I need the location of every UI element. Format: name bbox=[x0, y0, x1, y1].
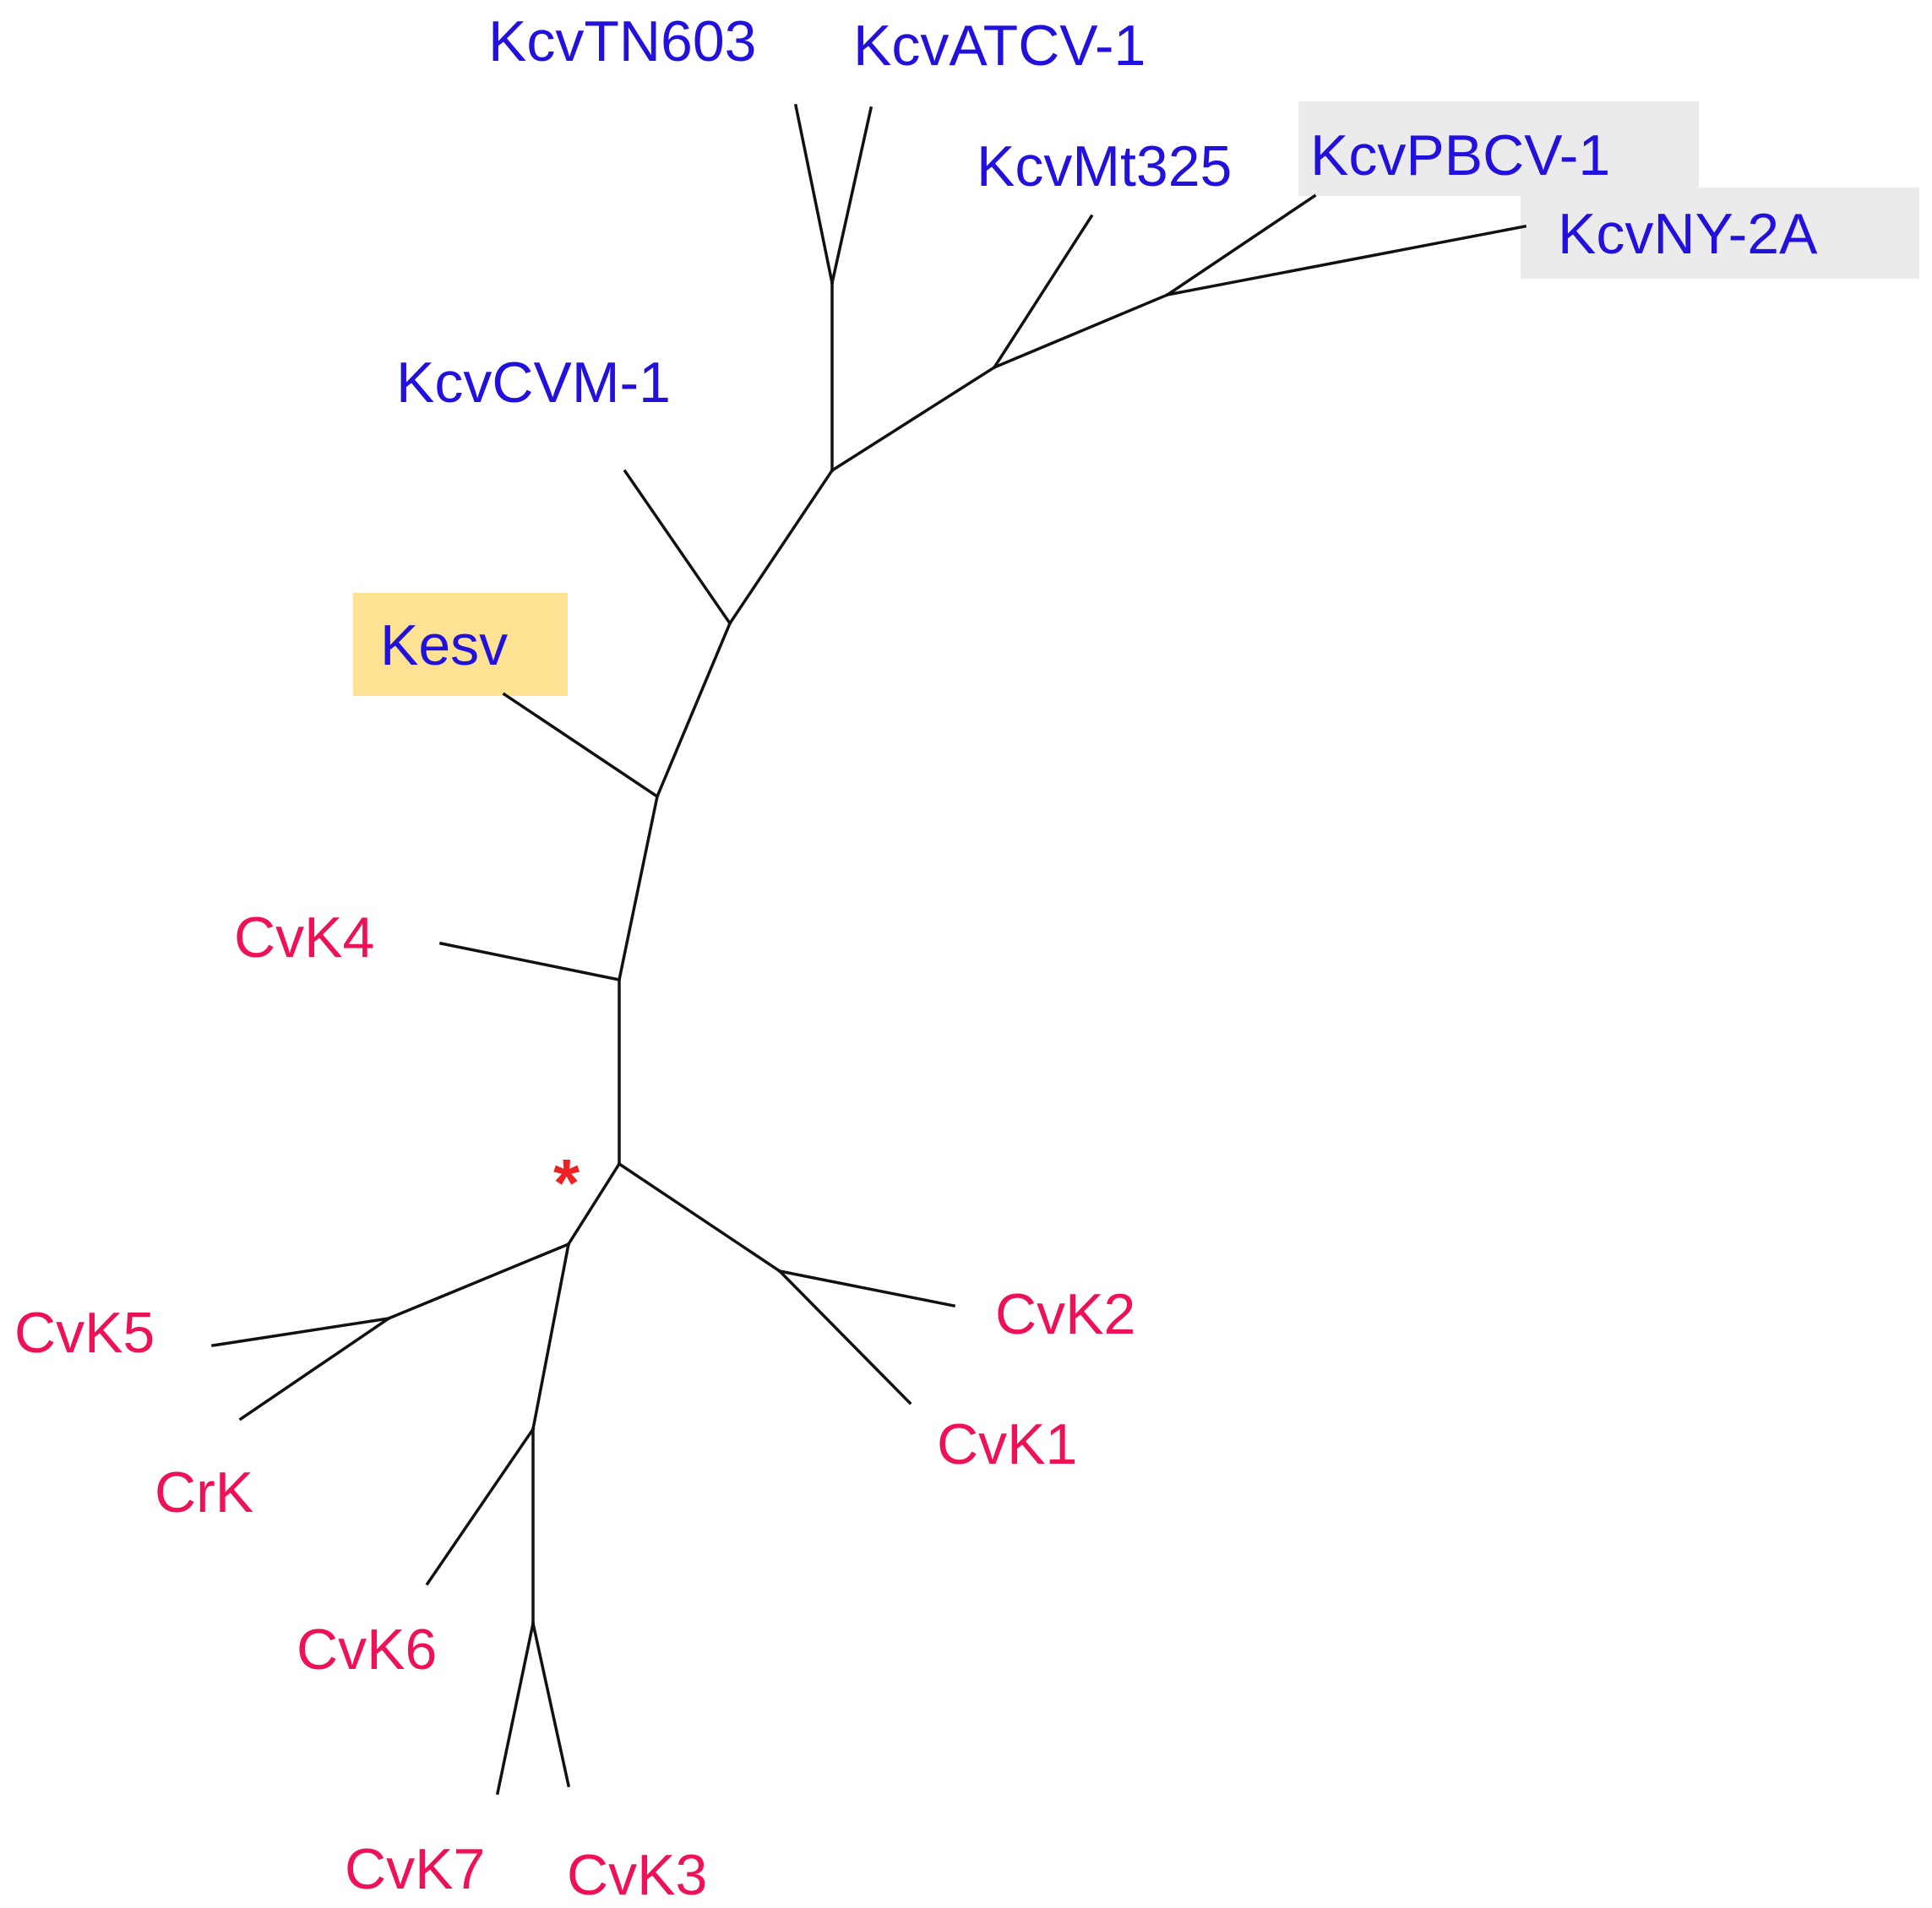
branch-cvk1-cvk2-stem bbox=[617, 1161, 782, 1274]
branch-cvk6-stem bbox=[531, 1242, 571, 1432]
label-kcvtn603: KcvTN603 bbox=[488, 9, 756, 73]
label-kcvny2a: KcvNY-2A bbox=[1558, 202, 1818, 266]
branch-kcvatcv1 bbox=[830, 106, 873, 285]
branch-backbone-3 bbox=[655, 621, 732, 799]
branch-backbone-5 bbox=[830, 365, 997, 473]
branch-cvk5 bbox=[211, 1317, 390, 1347]
branch-kcvtn603 bbox=[793, 103, 835, 285]
branch-kcvcvm1 bbox=[623, 469, 732, 626]
branch-cvk2 bbox=[777, 1269, 956, 1308]
label-kcvmt325: KcvMt325 bbox=[977, 134, 1232, 198]
label-cvk3: CvK3 bbox=[567, 1843, 707, 1907]
branch-lower-clade-stem bbox=[566, 1161, 622, 1247]
label-kcvpbcv1: KcvPBCV-1 bbox=[1310, 123, 1610, 188]
asterisk-marker: * bbox=[553, 1145, 580, 1220]
branch-cvk5-crk-stem bbox=[386, 1242, 571, 1321]
branch-cvk3 bbox=[531, 1621, 571, 1788]
branch-backbone-6 bbox=[992, 292, 1170, 370]
label-cvk6: CvK6 bbox=[297, 1617, 437, 1682]
branch-kcvpbcv1 bbox=[1165, 193, 1317, 297]
label-cvk7: CvK7 bbox=[345, 1837, 485, 1901]
label-kcvatcv1: KcvATCV-1 bbox=[853, 14, 1146, 78]
branch-kesv bbox=[502, 692, 660, 799]
label-cvk1: CvK1 bbox=[937, 1412, 1077, 1476]
kcvpbcv1-highlight-box bbox=[1298, 101, 1699, 196]
branch-kcvmt325 bbox=[992, 214, 1094, 370]
branch-backbone-4 bbox=[727, 468, 835, 626]
label-cvk5: CvK5 bbox=[14, 1301, 155, 1365]
label-kesv: Kesv bbox=[380, 613, 508, 677]
branch-backbone-2 bbox=[617, 794, 660, 982]
label-cvk4: CvK4 bbox=[234, 905, 374, 970]
branch-cvk7 bbox=[495, 1621, 536, 1796]
label-crk: CrK bbox=[155, 1460, 253, 1525]
branch-kcvny2a bbox=[1165, 224, 1527, 297]
label-cvk2: CvK2 bbox=[995, 1282, 1135, 1346]
branch-cvk1 bbox=[777, 1269, 912, 1405]
branch-cvk4 bbox=[438, 941, 622, 982]
branch-cvk6 bbox=[425, 1427, 536, 1586]
branch-crk bbox=[238, 1316, 391, 1421]
kcvny2a-highlight-box bbox=[1521, 188, 1919, 279]
label-kcvcvm1: KcvCVM-1 bbox=[396, 351, 671, 415]
kesv-highlight-box bbox=[353, 593, 568, 696]
